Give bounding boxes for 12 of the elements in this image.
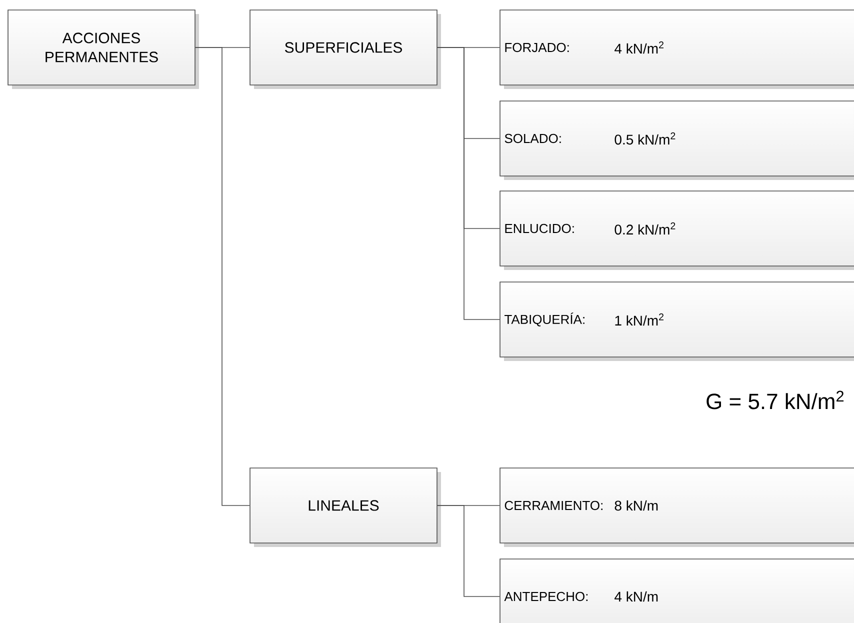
connector-line xyxy=(437,505,500,597)
box: SUPERFICIALES xyxy=(250,10,441,89)
connector-line xyxy=(195,47,250,506)
box: FORJADO: 4 kN/m$^{2}$ xyxy=(500,10,854,89)
box: ANTEPECHO: 4 kN/m xyxy=(500,558,854,623)
box: TABIQUERÍA: 1 kN/m$^{2}$ xyxy=(500,282,854,361)
box: CERRAMIENTO: 8 kN/m xyxy=(500,468,854,547)
box: ENLUCIDO: 0.2 kN/m$^{2}$ xyxy=(500,190,854,270)
total-label: G = 5.7 kN/m$^{2}$ xyxy=(706,390,844,410)
box: ACCIONES PERMANENTES xyxy=(8,10,199,89)
box: SOLADO: 0.5 kN/m$^{2}$ xyxy=(500,100,854,180)
box: LINEALES xyxy=(250,468,441,547)
